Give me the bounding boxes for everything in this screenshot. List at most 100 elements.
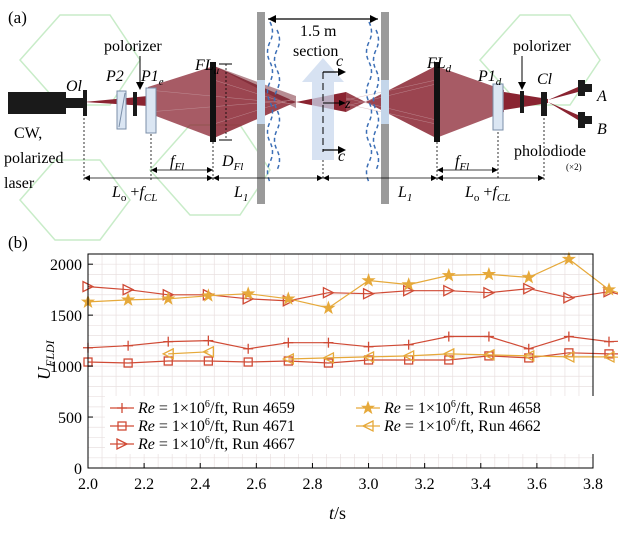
series-line <box>87 352 618 364</box>
marker-triangle-left <box>361 419 374 433</box>
marker-triangle-right <box>403 284 416 297</box>
x-tick-label: 3.0 <box>359 476 379 493</box>
marker-triangle-left <box>562 350 575 363</box>
lo-left-label: Lo +fCL <box>111 184 157 204</box>
marker-triangle-right <box>322 286 335 299</box>
marker-plus <box>323 337 334 348</box>
laser-source <box>8 92 66 114</box>
l1-right-label: L1 <box>397 184 412 204</box>
z-axis-label: z <box>344 97 351 112</box>
marker-star <box>121 292 136 306</box>
legend-item-2: Re = 1×106/ft, Run 4671 <box>110 417 295 435</box>
dimension-lines <box>83 118 545 180</box>
marker-star <box>401 277 416 291</box>
legend-label: Re = 1×106/ft, Run 4662 <box>383 417 541 435</box>
marker-plus <box>443 331 454 342</box>
marker-plus <box>403 339 414 350</box>
marker-triangle-right <box>362 287 376 300</box>
legend-label: Re = 1×106/ft, Run 4658 <box>383 399 541 417</box>
photodiode-a-label: A <box>596 88 607 105</box>
section-label-line-1: 1.5 m <box>300 23 337 40</box>
focusing-lens-flu <box>210 62 216 142</box>
photodiode-count: (×2) <box>566 162 582 172</box>
marker-square <box>363 355 374 365</box>
fld-label: FLd <box>426 55 452 75</box>
legend-item-5: Re = 1×106/ft, Run 4662 <box>356 417 541 435</box>
ffl-right-label: fFl <box>455 153 469 173</box>
series-3 <box>82 280 618 307</box>
marker-plus <box>283 337 294 348</box>
marker-triangle-left <box>522 349 535 362</box>
marker-triangle-left <box>482 348 495 361</box>
x-axis-label: t/s <box>329 503 346 523</box>
legend-background <box>105 396 605 454</box>
y-tick-label: 0 <box>74 461 82 478</box>
marker-triangle-left <box>161 347 174 360</box>
marker-plus <box>243 343 254 354</box>
marker-triangle-left <box>602 350 615 363</box>
photodiode-b <box>578 112 592 128</box>
marker-star <box>321 300 336 315</box>
photodiode-a <box>578 80 592 96</box>
dimension-arrowheads <box>84 167 544 181</box>
marker-triangle-right <box>483 286 496 299</box>
x-tick-label: 2.8 <box>302 476 322 493</box>
flu-label: FLu <box>194 57 220 77</box>
y-tick-label: 1000 <box>50 359 82 376</box>
marker-star <box>201 288 216 302</box>
marker-square <box>203 356 214 366</box>
marker-plus <box>363 341 374 352</box>
y-axis-label: UFLDI <box>34 339 57 380</box>
dfl-label: DFl <box>221 153 243 173</box>
marker-plus <box>563 331 574 342</box>
legend-label: Re = 1×106/ft, Run 4667 <box>137 435 295 453</box>
marker-triangle-right <box>116 437 129 451</box>
series-line <box>168 351 209 355</box>
cl-label: Cl <box>537 71 553 88</box>
ffl-left-label: fFl <box>170 153 184 173</box>
series-4 <box>80 251 618 315</box>
marker-star <box>161 291 176 305</box>
series-2 <box>83 348 618 368</box>
marker-plus <box>483 331 494 342</box>
laser-label-line-1: CW, <box>14 125 42 142</box>
y-tick-label: 2000 <box>50 257 82 274</box>
x-tick-label: 2.6 <box>246 476 266 493</box>
series-line <box>288 353 618 360</box>
lo-right-label: Lo +fCL <box>464 184 510 204</box>
marker-square <box>123 358 133 368</box>
x-tick-label: 2.0 <box>78 476 98 493</box>
marker-star <box>281 291 296 305</box>
legend-label: Re = 1×106/ft, Run 4659 <box>137 399 295 417</box>
marker-plus <box>123 340 134 351</box>
legend-item-1: Re = 1×106/ft, Run 4659 <box>110 399 295 417</box>
marker-star <box>521 269 536 284</box>
marker-plus <box>163 336 174 347</box>
legend-item-4: Re = 1×106/ft, Run 4658 <box>356 399 541 417</box>
panel-a-optical-setup: (a) CW, <box>4 8 607 241</box>
laser-aperture <box>66 98 84 108</box>
y-tick-label: 500 <box>58 410 82 427</box>
polarizer-left-label: polorizer <box>104 38 162 55</box>
focusing-lens-fld <box>434 62 440 142</box>
marker-star <box>361 272 376 287</box>
section-label-line-2: section <box>293 43 338 60</box>
marker-star <box>481 266 497 281</box>
plot-area-frame <box>87 253 594 469</box>
marker-triangle-right <box>122 283 135 296</box>
marker-triangle-left <box>402 349 415 362</box>
marker-plus <box>203 335 214 346</box>
laser-label-line-2: polarized <box>4 150 64 167</box>
series-line <box>87 335 618 350</box>
wollaston-prism-p1d <box>492 83 504 131</box>
marker-star <box>360 400 376 415</box>
marker-square <box>604 349 614 359</box>
panel-b-tag: (b) <box>8 233 28 252</box>
marker-plus <box>603 336 614 347</box>
x-tick-label: 2.2 <box>134 476 154 493</box>
x-tick-label: 3.4 <box>471 476 491 493</box>
cut-label-top: c <box>336 53 343 70</box>
photodiode-b-label: B <box>597 121 607 138</box>
